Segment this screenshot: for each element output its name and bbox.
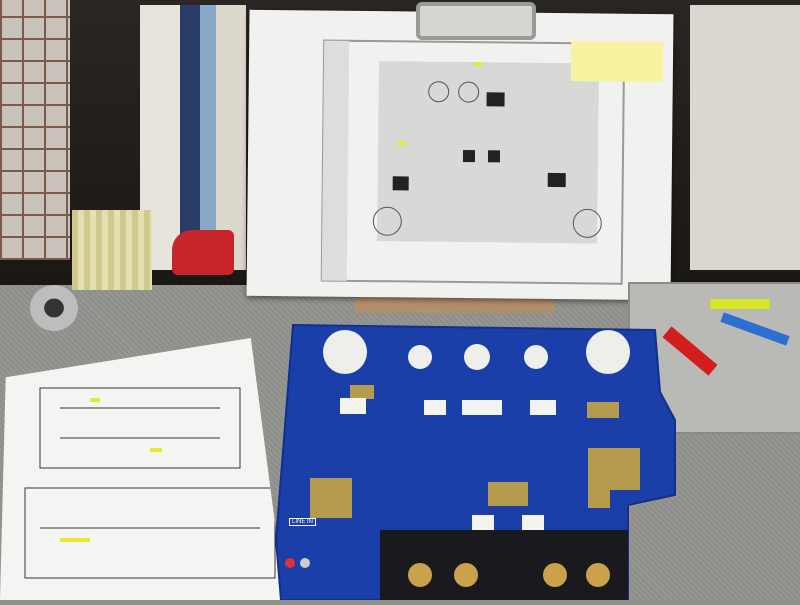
rca-jacks: [285, 558, 610, 587]
schematic-drawing: [320, 39, 664, 285]
schematic-sheet: [246, 9, 674, 301]
line-in-label: LINE IN: [289, 518, 317, 526]
book: [180, 5, 200, 270]
gold-pad: [488, 482, 528, 506]
wire-rack: [0, 0, 70, 260]
book: [200, 5, 216, 270]
stapler: [172, 230, 234, 275]
box: [690, 5, 800, 270]
pliers: [710, 299, 770, 309]
gold-pad: [588, 448, 640, 508]
gold-pad: [350, 385, 374, 399]
pen-holder: [72, 210, 152, 290]
tube-sockets: [323, 330, 630, 374]
clipboard-clip: [416, 2, 536, 40]
solder-spool: [30, 285, 78, 331]
schematic-printout: [0, 338, 285, 600]
printout-drawing: [24, 387, 276, 579]
gold-pad: [587, 402, 619, 418]
gold-pad: [310, 478, 352, 518]
book: [216, 5, 246, 270]
